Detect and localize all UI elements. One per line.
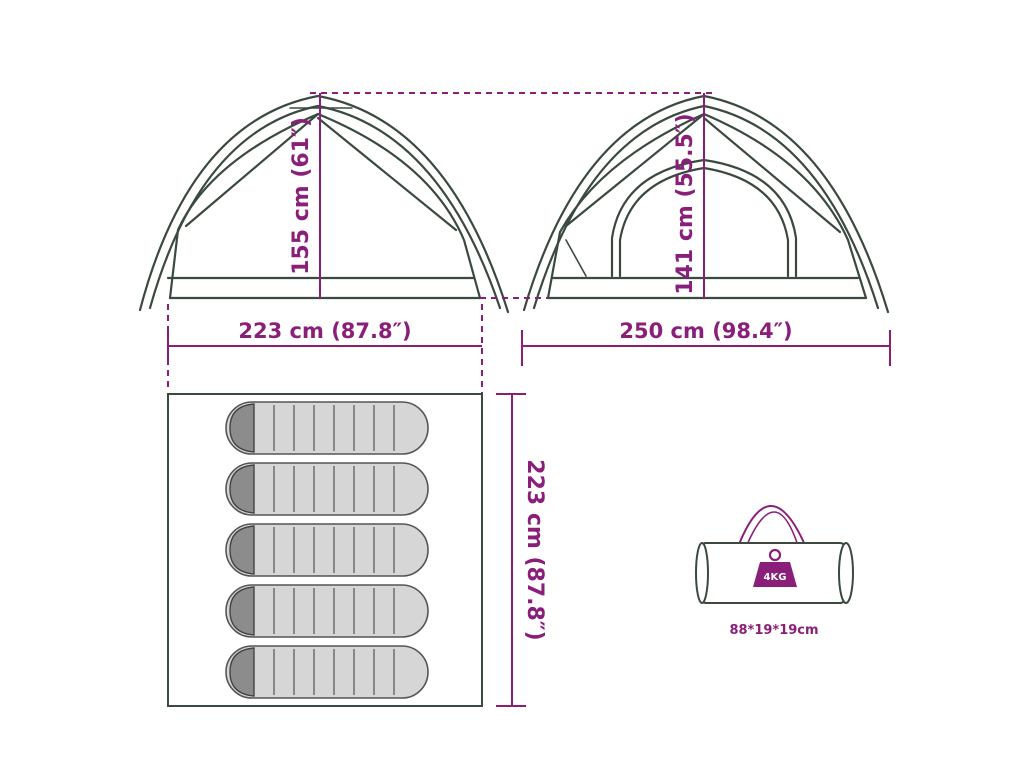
- sleeping-bag: [225, 645, 429, 699]
- sleeping-bag: [225, 462, 429, 516]
- front-width-label: 223 cm (87.8″): [238, 319, 411, 343]
- side-length-label: 250 cm (98.4″): [619, 319, 792, 343]
- tent-side-view: [522, 94, 890, 314]
- front-height-label: 155 cm (61″): [289, 117, 314, 275]
- carry-bag: 4KG: [695, 505, 854, 604]
- sleeping-bag: [225, 584, 429, 638]
- floor-depth-label: 223 cm (87.8″): [522, 459, 547, 640]
- carry-bag-handle: [735, 505, 809, 553]
- carry-bag-size: 88*19*19cm: [729, 623, 818, 638]
- sleeping-bag: [225, 523, 429, 577]
- weight-icon: [753, 548, 797, 587]
- sleeping-bag: [225, 401, 429, 455]
- sleeping-bags: [225, 401, 429, 699]
- tent-front-view: [138, 94, 510, 314]
- carry-bag-weight: 4KG: [764, 572, 787, 583]
- side-height-label: 141 cm (55.5″): [673, 113, 698, 294]
